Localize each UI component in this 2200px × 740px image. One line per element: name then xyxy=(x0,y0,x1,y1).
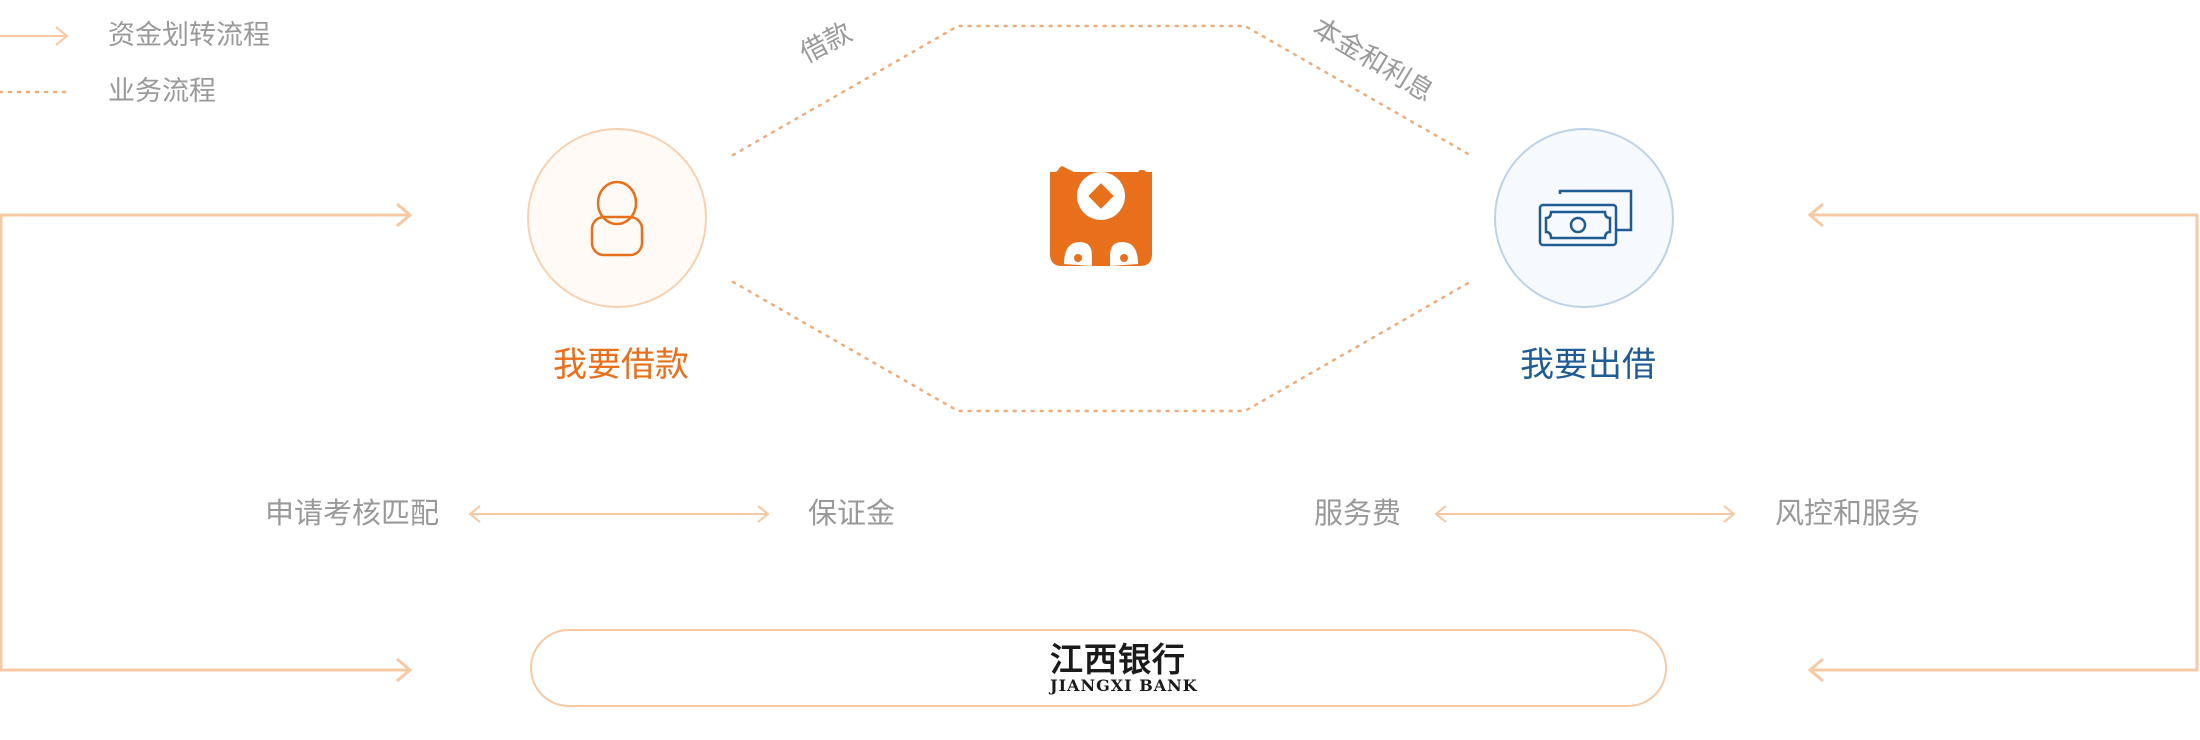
right-flow-arrow xyxy=(1434,505,1736,523)
money-icon xyxy=(1538,189,1633,247)
bank-name-cn: 江西银行 xyxy=(1050,640,1186,679)
flow-label-risk-service: 风控和服务 xyxy=(1775,496,1921,530)
flow-label-application-review: 申请考核匹配 xyxy=(265,496,440,530)
business-route-lower xyxy=(731,280,1472,413)
lender-label: 我要出借 xyxy=(1520,345,1656,385)
left-flow-arrow xyxy=(468,505,770,523)
legend-business-label: 业务流程 xyxy=(108,76,216,107)
person-icon xyxy=(590,180,644,257)
left-transfer-frame xyxy=(0,202,413,683)
bank-container xyxy=(530,629,1667,707)
flow-label-deposit: 保证金 xyxy=(808,496,896,530)
bank-name-en: JIANGXI BANK xyxy=(1050,676,1198,695)
legend-transfer-label: 资金划转流程 xyxy=(108,20,270,51)
borrower-label: 我要借款 xyxy=(553,345,689,385)
flow-label-service-fee: 服务费 xyxy=(1314,496,1402,530)
right-transfer-frame xyxy=(1807,202,2199,683)
business-route-upper xyxy=(731,24,1472,157)
legend-transfer-line xyxy=(0,26,69,46)
mascot-icon xyxy=(1050,166,1152,266)
